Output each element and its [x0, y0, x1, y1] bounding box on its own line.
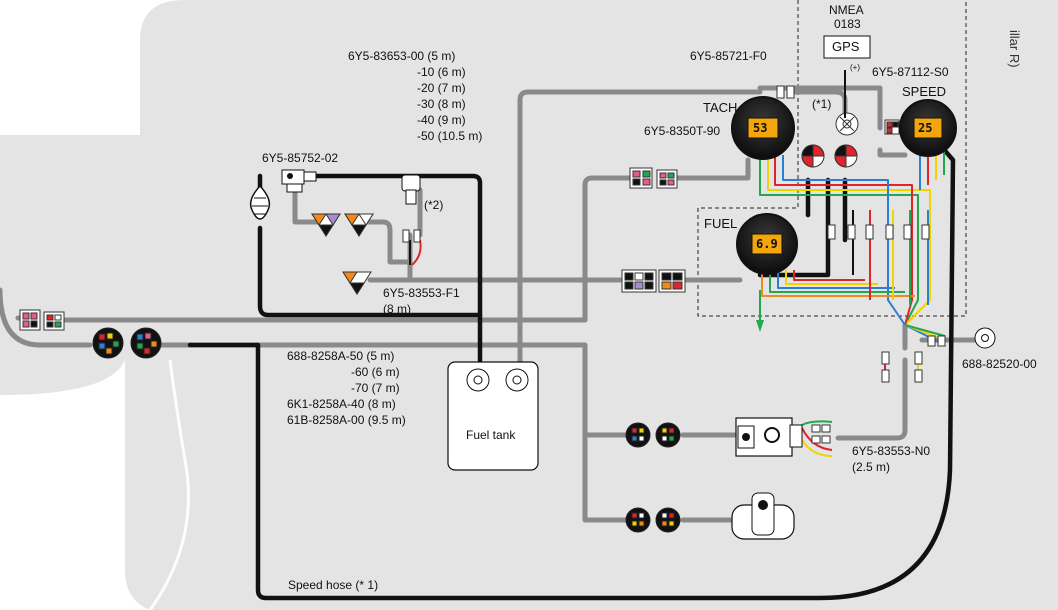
cable-8258-line-2: -60 (6 m)	[351, 365, 400, 379]
tank-port-right	[505, 368, 529, 392]
speed-label: SPEED	[902, 84, 947, 99]
engine-controller	[731, 492, 795, 540]
switch-panel	[735, 417, 803, 457]
main-cable-line-6: -50 (10.5 m)	[417, 129, 483, 143]
speed-gauge	[899, 99, 957, 157]
fuel-gauge	[736, 213, 798, 275]
inline-fuses	[402, 85, 946, 444]
cable-f1-length: (8 m)	[383, 302, 411, 316]
fuel-filter	[249, 184, 271, 220]
circle-connectors	[801, 112, 900, 168]
pressure-sensor	[401, 174, 421, 205]
page-edge-text: illar R)	[1007, 30, 1022, 68]
round-connectors	[92, 327, 681, 533]
tank-port-left	[466, 368, 490, 392]
speed-sensor-plug	[974, 327, 996, 349]
cable-8258-line-5: 61B-8258A-00 (9.5 m)	[287, 413, 406, 427]
tach-label: TACH	[703, 100, 738, 115]
cable-8258-line-1: 688-8258A-50 (5 m)	[287, 349, 395, 363]
gps-box	[823, 35, 871, 59]
main-cable-line-5: -40 (9 m)	[417, 113, 466, 127]
gps-box-label: GPS	[832, 39, 860, 54]
grey-wires	[0, 85, 978, 523]
main-cable-line-4: -30 (8 m)	[417, 97, 466, 111]
triangle-connectors	[311, 213, 374, 295]
colored-wire-bundle	[409, 150, 946, 457]
fuel-display-readout: 6.9	[756, 237, 778, 251]
sensor-688-part-number: 688-82520-00	[962, 357, 1037, 371]
gps-part-number: 6Y5-85721-F0	[690, 49, 767, 63]
gps-nmea-header: NMEA	[829, 3, 864, 17]
fuel-sensor	[281, 169, 317, 193]
cable-n0-part-number: 6Y5-83553-N0	[852, 444, 931, 458]
main-cable-line-1: 6Y5-83653-00 (5 m)	[348, 49, 456, 63]
note-2: (*2)	[424, 198, 444, 212]
cable-8258-line-3: -70 (7 m)	[351, 381, 400, 395]
fuel-label: FUEL	[704, 216, 738, 231]
fuel-tank-label: Fuel tank	[466, 428, 516, 442]
speed-display-readout: 25	[918, 121, 933, 135]
speed-part-number: 6Y5-87112-S0	[872, 65, 949, 79]
cable-f1-part-number: 6Y5-83553-F1	[383, 286, 460, 300]
square-connectors	[19, 167, 686, 331]
cable-8258-line-4: 6K1-8258A-40 (8 m)	[287, 397, 396, 411]
instrument-panel-outline	[697, 0, 967, 317]
note-1: (*1)	[812, 97, 832, 111]
tach-display-readout: 53	[753, 121, 768, 135]
cable-n0-length: (2.5 m)	[852, 460, 891, 474]
gps-nmea-sub: 0183	[834, 17, 861, 31]
fuel-sensor-part-number: 6Y5-85752-02	[262, 151, 339, 165]
main-cable-line-2: -10 (6 m)	[417, 65, 466, 79]
tach-part-number: 6Y5-8350T-90	[644, 124, 721, 138]
tach-gauge	[731, 96, 795, 160]
gps-plus-marker: (+)	[850, 63, 860, 72]
main-cable-line-3: -20 (7 m)	[417, 81, 466, 95]
speed-hose-label: Speed hose (* 1)	[288, 578, 379, 592]
